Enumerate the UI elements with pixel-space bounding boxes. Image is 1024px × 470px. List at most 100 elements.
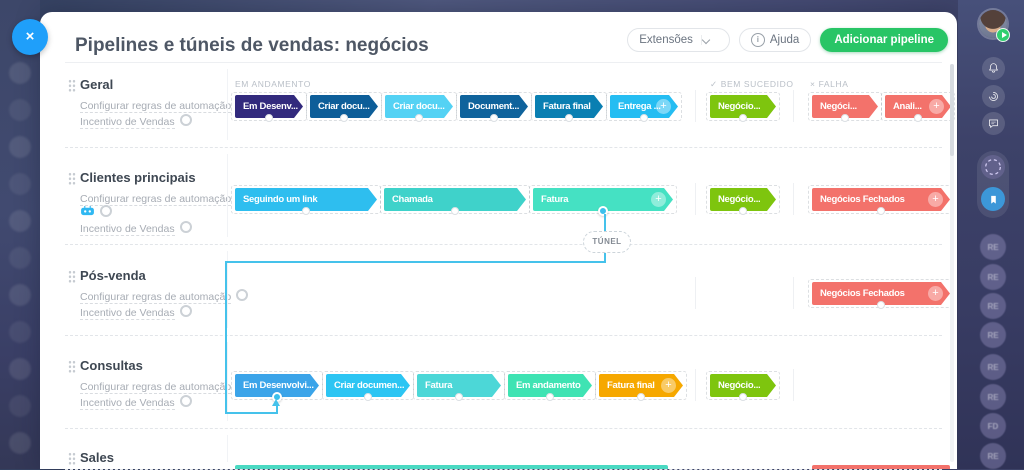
add-stage-icon[interactable]: + <box>656 99 671 114</box>
stage-connector-dot[interactable] <box>841 114 849 122</box>
stage-connector-dot[interactable] <box>490 114 498 122</box>
stage-connector-dot[interactable] <box>364 393 372 401</box>
drag-handle-icon[interactable] <box>68 79 76 92</box>
plan-button[interactable] <box>981 155 1005 179</box>
recent-contact-avatar[interactable]: FD <box>980 413 1006 439</box>
stage-chip[interactable]: Chamada <box>380 185 530 215</box>
pipeline-name[interactable]: Geral <box>80 77 114 92</box>
automation-link-label[interactable]: Configurar regras de automação <box>80 193 232 206</box>
stage-chip[interactable]: Fatura <box>413 371 505 401</box>
stage-connector-dot[interactable] <box>546 393 554 401</box>
gear-icon[interactable] <box>179 305 192 317</box>
drag-handle-icon[interactable] <box>68 172 76 185</box>
incentive-link-label[interactable]: Incentivo de Vendas <box>80 116 175 129</box>
stage-connector-dot[interactable] <box>565 114 573 122</box>
stage-chip[interactable]: Negócio... <box>706 185 780 215</box>
automation-rules-link[interactable]: Configurar regras de automação <box>80 98 249 113</box>
stage-connector-dot[interactable] <box>265 114 273 122</box>
stage-chip[interactable]: Criar docu... <box>381 92 457 122</box>
gear-icon[interactable] <box>179 221 192 233</box>
recent-contact-avatar[interactable]: RE <box>980 384 1006 410</box>
recent-contact-avatar[interactable]: RE <box>980 354 1006 380</box>
stage-connector-dot[interactable] <box>415 114 423 122</box>
pipeline-name[interactable]: Clientes principais <box>80 170 196 185</box>
messenger-button[interactable] <box>982 112 1005 135</box>
automation-link-label[interactable]: Configurar regras de automação <box>80 291 232 304</box>
stage-connector-dot[interactable] <box>640 114 648 122</box>
stage-chip[interactable]: Negóci... <box>808 92 882 122</box>
stage-connector-dot[interactable] <box>877 301 885 309</box>
sales-incentive-link[interactable]: Incentivo de Vendas <box>80 221 192 236</box>
pipeline-name[interactable]: Consultas <box>80 358 143 373</box>
automation-rules-link[interactable]: Configurar regras de automação <box>80 191 249 206</box>
gear-icon[interactable] <box>179 395 192 407</box>
incentive-link-label[interactable]: Incentivo de Vendas <box>80 223 175 236</box>
recent-contact-avatar[interactable]: RE <box>980 443 1006 469</box>
sales-incentive-link[interactable]: Incentivo de Vendas <box>80 395 192 410</box>
add-pipeline-button[interactable]: Adicionar pipeline <box>820 28 948 52</box>
stage-chip[interactable]: Negócio... <box>706 371 780 401</box>
recent-contact-avatar[interactable]: RE <box>980 322 1006 348</box>
drag-handle-icon[interactable] <box>68 360 76 373</box>
recent-contact-avatar[interactable]: RE <box>980 264 1006 290</box>
notifications-button[interactable] <box>982 57 1005 80</box>
stage-chip[interactable]: Negócio... <box>706 92 780 122</box>
help-button[interactable]: i Ajuda <box>738 28 812 52</box>
stage-connector-dot[interactable] <box>739 393 747 401</box>
stage-chip[interactable]: Em andamento <box>504 371 596 401</box>
add-stage-icon[interactable]: + <box>928 286 943 301</box>
incentive-link-label[interactable]: Incentivo de Vendas <box>80 397 175 410</box>
pipeline-name[interactable]: Sales <box>80 450 114 465</box>
bookmarks-button[interactable] <box>981 187 1005 211</box>
stage-chip[interactable]: Seguindo um link <box>231 185 381 215</box>
drag-handle-icon[interactable] <box>68 270 76 283</box>
gear-icon[interactable] <box>179 114 192 126</box>
gear-icon[interactable] <box>100 205 112 217</box>
stage-connector-dot[interactable] <box>455 393 463 401</box>
automation-rules-link[interactable]: Configurar regras de automação <box>80 379 249 394</box>
add-stage-icon[interactable]: + <box>651 192 666 207</box>
copilot-button[interactable] <box>982 85 1005 108</box>
stage-connector-dot[interactable] <box>739 207 747 215</box>
sales-incentive-link[interactable]: Incentivo de Vendas <box>80 114 192 129</box>
stage-connector-dot[interactable] <box>451 207 459 215</box>
sales-incentive-link[interactable]: Incentivo de Vendas <box>80 305 192 320</box>
stage-chip[interactable]: Negócios Fechados+ <box>808 279 954 309</box>
stage-chip[interactable]: Em Desenv... <box>231 92 307 122</box>
scrollbar-thumb[interactable] <box>950 64 954 156</box>
stage-connector-dot[interactable] <box>877 207 885 215</box>
stage-chip[interactable]: Fatura final+ <box>595 371 687 401</box>
tunnel-badge[interactable]: TÚNEL <box>583 231 631 253</box>
pipeline-name[interactable]: Pós-venda <box>80 268 146 283</box>
stage-chip[interactable]: Fatura+ <box>529 185 677 216</box>
recent-contact-avatar[interactable]: RE <box>980 293 1006 319</box>
robot-icon[interactable] <box>80 205 95 216</box>
stage-chip[interactable]: Fatura final <box>531 92 607 122</box>
stage-connector-dot[interactable] <box>637 393 645 401</box>
stage-connector-dot[interactable] <box>739 114 747 122</box>
tunnel-point[interactable] <box>272 392 282 402</box>
gear-icon[interactable] <box>236 289 249 301</box>
automation-rules-link[interactable]: Configurar regras de automação <box>80 289 249 304</box>
drag-handle-icon[interactable] <box>68 452 76 465</box>
recent-contact-avatar[interactable]: RE <box>980 234 1006 260</box>
extensions-button[interactable]: Extensões <box>627 28 730 52</box>
stage-chip[interactable]: Entrega ...+ <box>606 92 682 122</box>
automation-link-label[interactable]: Configurar regras de automação <box>80 381 232 394</box>
tunnel-point[interactable] <box>598 206 608 216</box>
stage-chip[interactable]: Document... <box>456 92 532 122</box>
stage-connector-dot[interactable] <box>340 114 348 122</box>
incentive-link-label[interactable]: Incentivo de Vendas <box>80 307 175 320</box>
stage-connector-dot[interactable] <box>914 114 922 122</box>
stage-chip[interactable]: Anali...+ <box>881 92 955 122</box>
automation-link-label[interactable]: Configurar regras de automação <box>80 100 232 113</box>
add-stage-icon[interactable]: + <box>928 192 943 207</box>
stage-chip[interactable]: Criar docu... <box>306 92 382 122</box>
stage-chip[interactable]: Negócios Fechados+ <box>808 185 954 215</box>
stage-chip[interactable]: Criar documen... <box>322 371 414 401</box>
scrollbar[interactable] <box>950 64 954 462</box>
add-stage-icon[interactable]: + <box>929 99 944 114</box>
stage-connector-dot[interactable] <box>302 207 310 215</box>
stage-chip[interactable]: Em Desenvolvi... <box>231 371 323 402</box>
add-stage-icon[interactable]: + <box>661 378 676 393</box>
